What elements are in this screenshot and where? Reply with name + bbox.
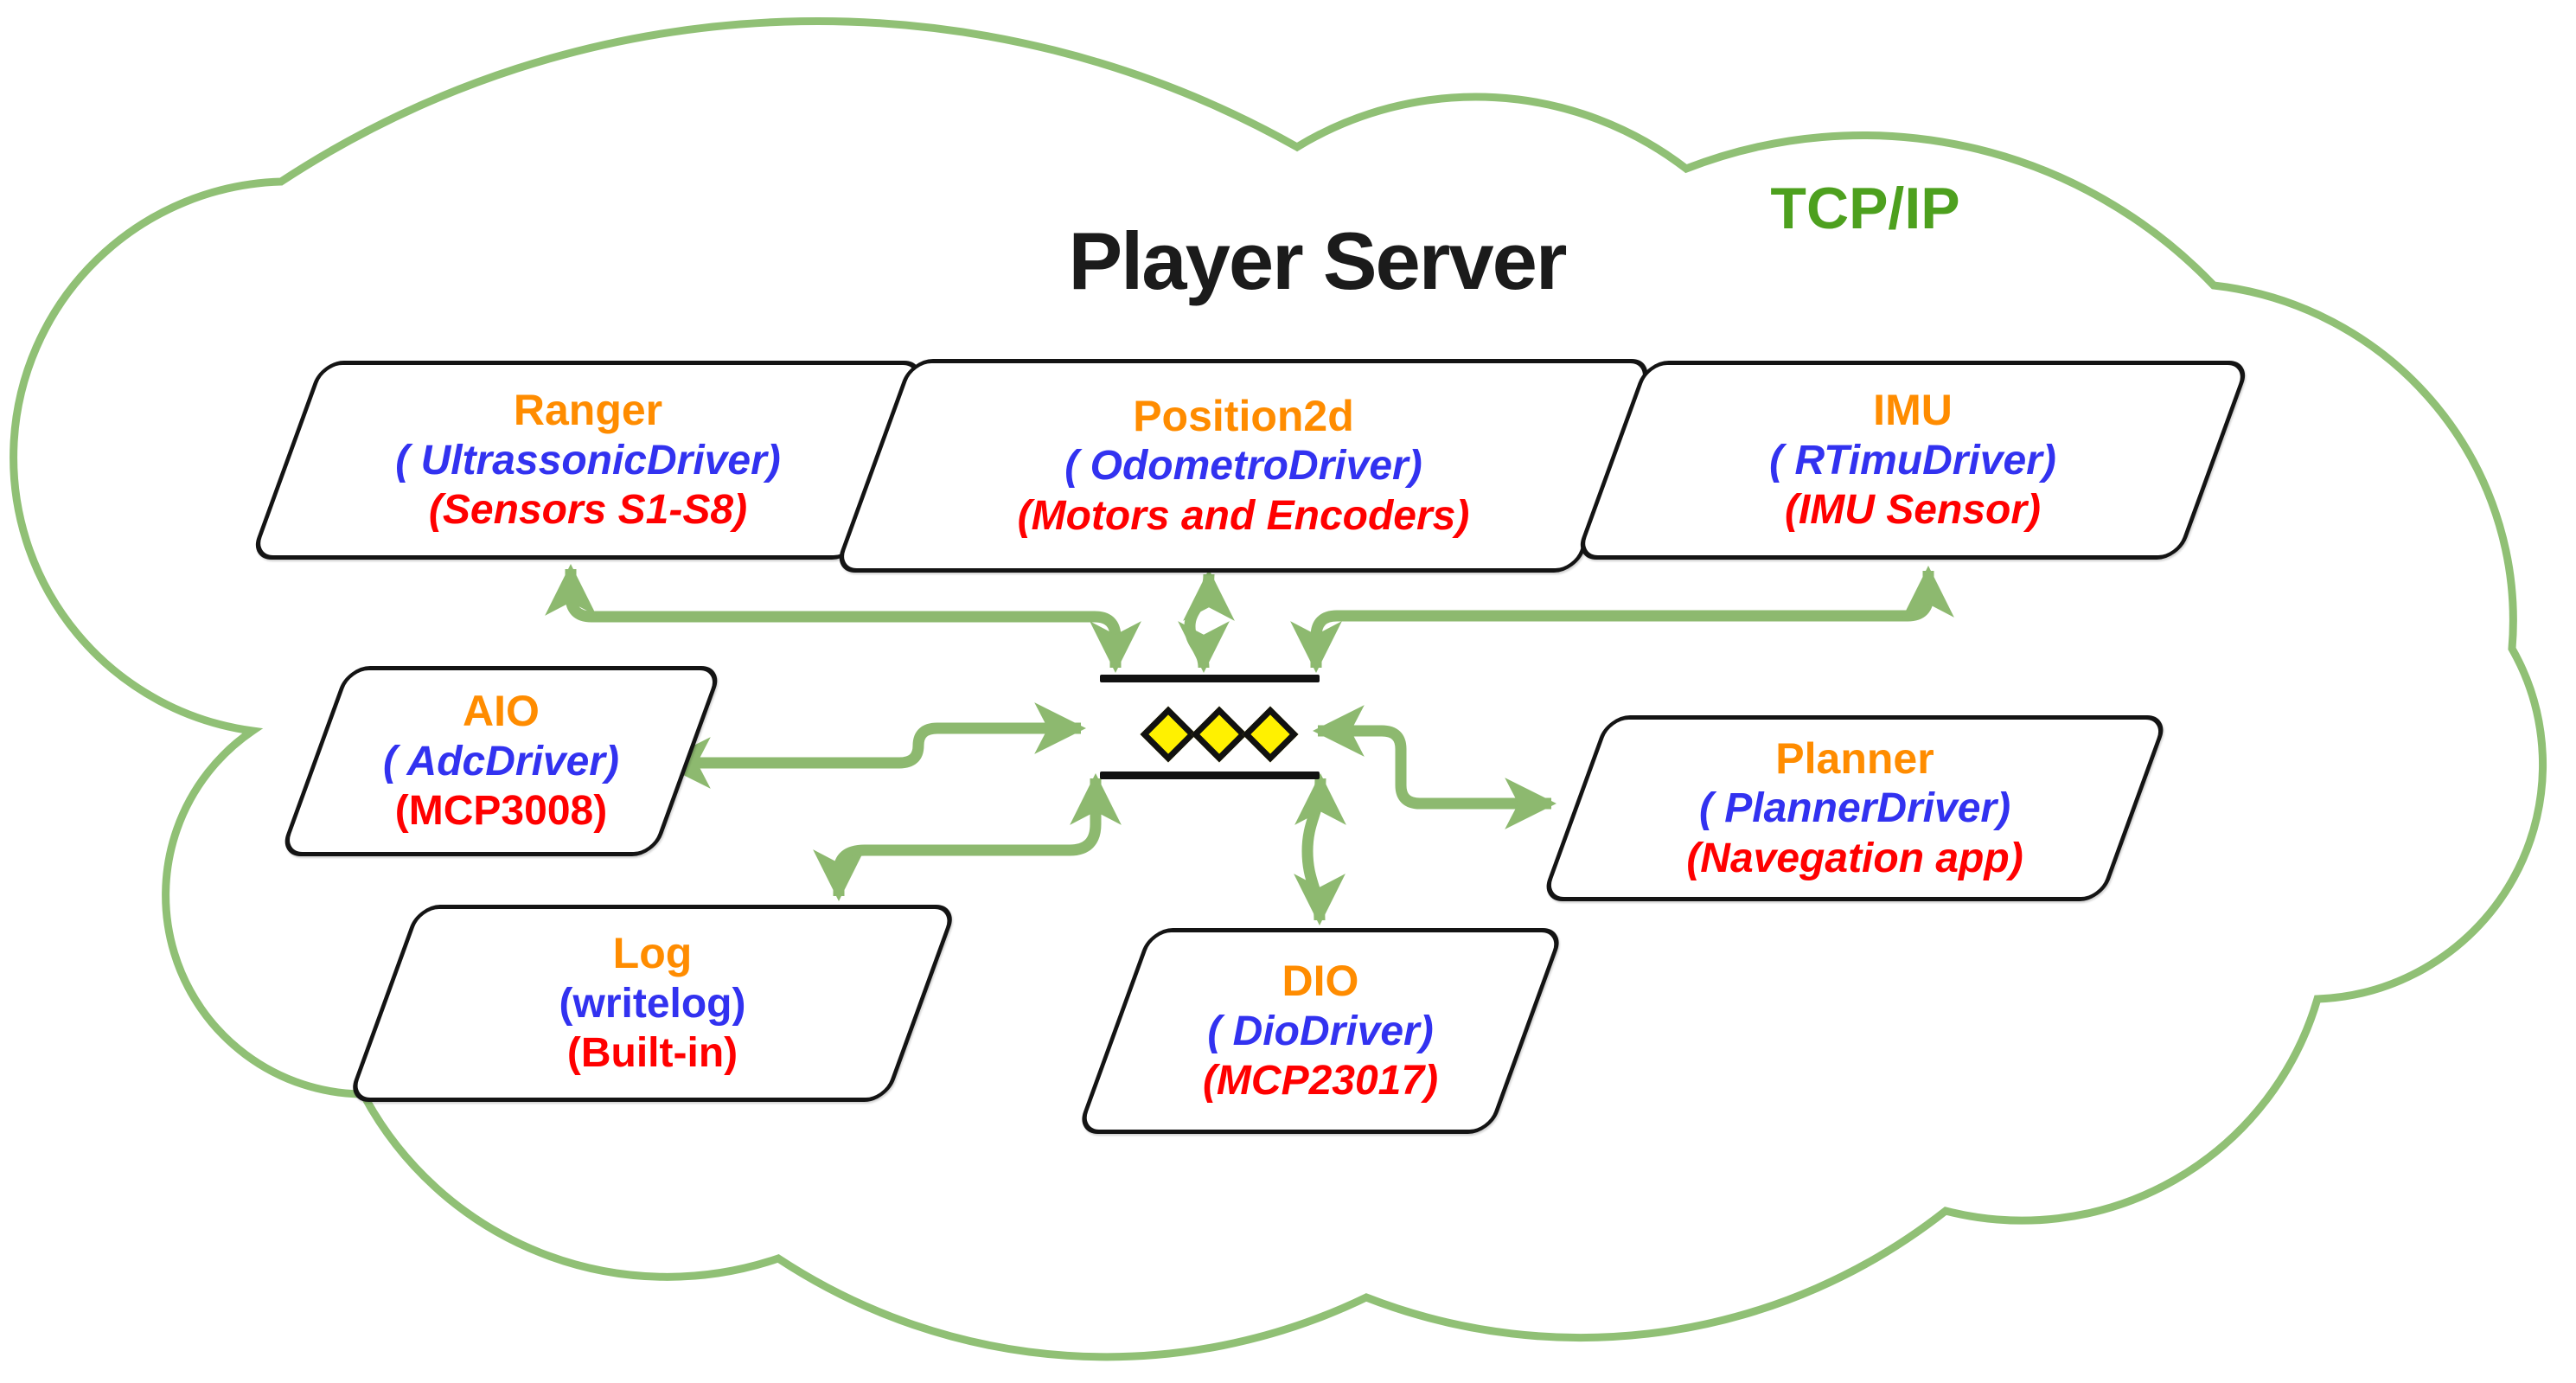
node-dio-interface: DIO: [1282, 957, 1359, 1006]
bus-bottom-bar: [1100, 772, 1320, 779]
arrow-bus-planner: [1313, 705, 1556, 829]
arrow-bus-imu: [1290, 566, 1954, 673]
node-position2d: Position2d ( OdometroDriver) (Motors and…: [833, 359, 1654, 573]
node-ranger-driver: ( UltrassonicDriver): [395, 437, 781, 483]
node-aio-hardware: (MCP3008): [394, 788, 608, 835]
node-imu-driver: ( RTimuDriver): [1769, 437, 2056, 483]
node-aio: AIO ( AdcDriver) (MCP3008): [278, 666, 725, 856]
arrow-bus-position2d: [1178, 569, 1235, 673]
node-imu-interface: IMU: [1873, 386, 1953, 435]
arrow-bus-dio: [1294, 773, 1346, 925]
node-ranger: Ranger ( UltrassonicDriver) (Sensors S1-…: [249, 361, 927, 560]
node-dio-hardware: (MCP23017): [1202, 1058, 1439, 1104]
node-log-interface: Log: [612, 929, 693, 978]
node-dio-driver: ( DioDriver): [1207, 1008, 1434, 1054]
node-ranger-interface: Ranger: [513, 386, 663, 435]
page-title: Player Server: [1068, 215, 1567, 306]
arrow-bus-log: [813, 773, 1122, 901]
arrow-bus-ranger: [545, 564, 1141, 673]
protocol-label: TCP/IP: [1770, 176, 1960, 241]
bus-top-bar: [1100, 675, 1320, 682]
node-aio-driver: ( AdcDriver): [383, 738, 619, 784]
node-planner-interface: Planner: [1775, 733, 1934, 783]
node-planner-driver: ( PlannerDriver): [1698, 785, 2011, 832]
node-position2d-interface: Position2d: [1133, 391, 1354, 440]
node-planner: Planner ( PlannerDriver) (Navegation app…: [1539, 715, 2170, 901]
node-log-hardware: (Built-in): [566, 1030, 738, 1077]
node-dio: DIO ( DioDriver) (MCP23017): [1075, 928, 1566, 1134]
node-imu-hardware: (IMU Sensor): [1784, 487, 2041, 534]
node-position2d-hardware: (Motors and Encoders): [1017, 492, 1470, 539]
node-log-driver: (writelog): [559, 980, 746, 1027]
node-log: Log (writelog) (Built-in): [346, 905, 959, 1102]
node-imu: IMU ( RTimuDriver) (IMU Sensor): [1574, 361, 2252, 560]
node-position2d-driver: ( OdometroDriver): [1064, 443, 1422, 490]
node-planner-hardware: (Navegation app): [1686, 835, 2023, 881]
arrow-bus-aio: [659, 702, 1086, 789]
node-ranger-hardware: (Sensors S1-S8): [428, 487, 748, 534]
node-aio-interface: AIO: [463, 687, 540, 736]
